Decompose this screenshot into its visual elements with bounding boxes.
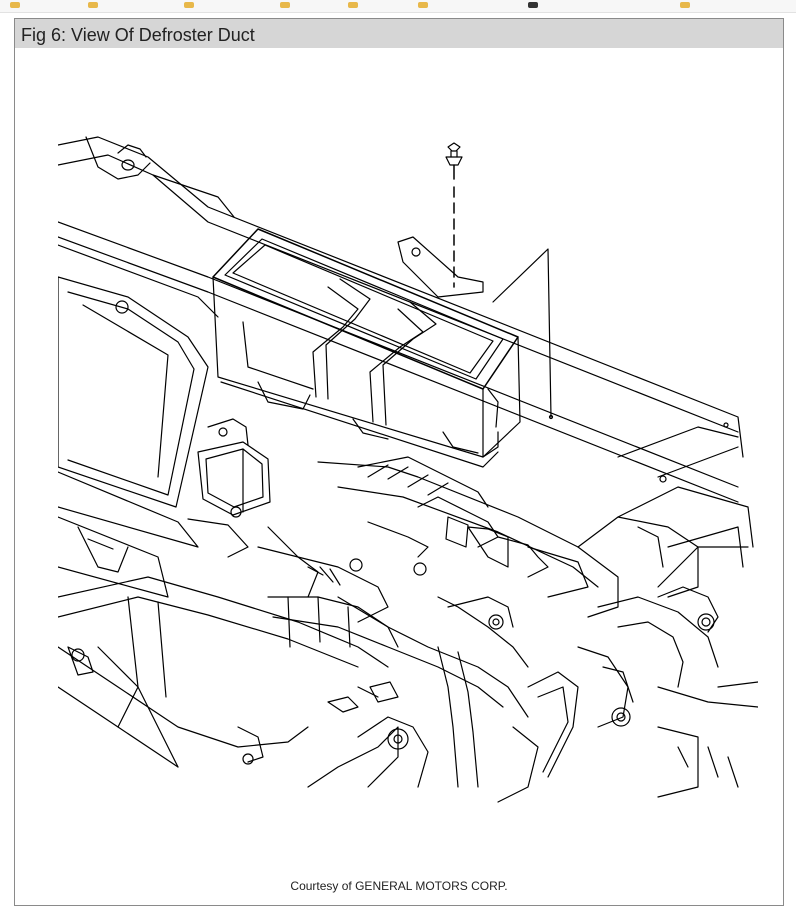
blower-housing <box>58 276 389 768</box>
mode-actuator <box>187 418 271 558</box>
hvac-module <box>257 456 754 718</box>
figure-title-bar: Fig 6: View Of Defroster Duct <box>15 19 783 48</box>
bookmark-folder-icon[interactable] <box>348 2 358 8</box>
bookmark-folder-icon[interactable] <box>88 2 98 8</box>
bookmark-folder-icon[interactable] <box>280 2 290 8</box>
right-hose-assembly <box>497 546 758 803</box>
defroster-duct-illustration <box>58 136 758 803</box>
figure-panel: Fig 6: View Of Defroster Duct <box>14 18 784 906</box>
bookmark-folder-icon[interactable] <box>184 2 194 8</box>
bookmark-folder-icon[interactable] <box>418 2 428 8</box>
instrument-panel-frame <box>58 136 744 568</box>
figure-caption: Courtesy of GENERAL MOTORS CORP. <box>290 879 508 893</box>
lower-bracket <box>237 596 479 788</box>
browser-bookmark-strip <box>0 0 796 13</box>
figure-title: Fig 6: View Of Defroster Duct <box>21 25 255 45</box>
push-pin-fastener <box>397 142 484 298</box>
callout-leader <box>492 248 554 420</box>
bookmark-site-icon[interactable] <box>528 2 538 8</box>
bookmark-folder-icon[interactable] <box>10 2 20 8</box>
bookmark-folder-icon[interactable] <box>680 2 690 8</box>
defroster-duct <box>212 228 521 468</box>
